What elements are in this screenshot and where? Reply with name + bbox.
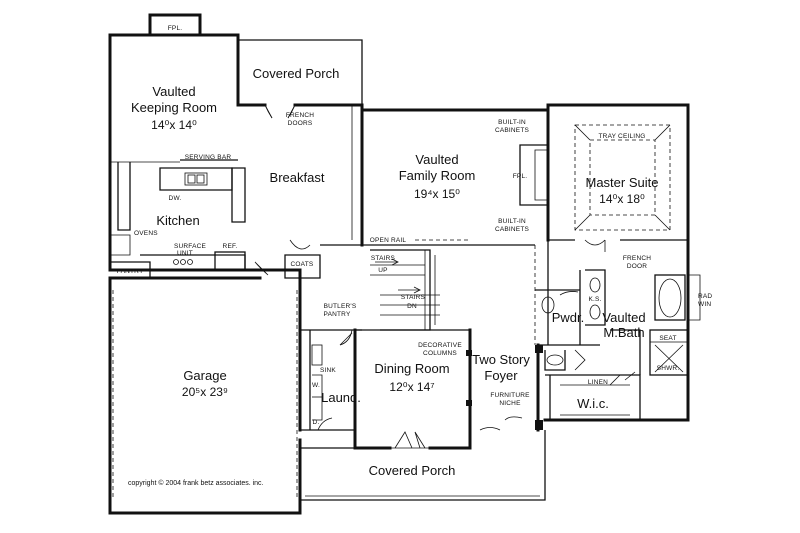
room-labels: Vaulted Keeping Room 14⁰x 14⁰ Covered Po…	[131, 66, 658, 478]
builtin-top-label-2: CABINETS	[495, 127, 530, 134]
annotation-labels: FPL. FRENCH DOORS SERVING BAR DW. OVENS …	[117, 25, 713, 487]
dining-room-name: Dining Room	[374, 361, 449, 376]
furniture-niche-label-2: NICHE	[499, 400, 521, 407]
surface-unit-label-1: SURFACE	[174, 243, 207, 250]
kitchen-name: Kitchen	[156, 213, 199, 228]
covered-porch-front: Covered Porch	[369, 463, 456, 478]
master-suite-name: Master Suite	[586, 175, 659, 190]
tray-ceiling-label: TRAY CEILING	[599, 133, 646, 140]
garage-door-marks	[112, 290, 298, 500]
builtin-bot-label-2: CABINETS	[495, 226, 530, 233]
furniture-niche-label-1: FURNITURE	[490, 392, 530, 399]
laundry-name: Laund.	[321, 390, 361, 405]
family-room-line1: Vaulted	[415, 152, 458, 167]
master-bath-line1: Vaulted	[602, 310, 645, 325]
decorative-columns-label-1: DECORATIVE	[418, 342, 462, 349]
dining-room-dim: 12⁰x 14⁷	[389, 380, 434, 394]
butlers-pantry-label-1: BUTLER'S	[324, 303, 357, 310]
dw-label: DW.	[169, 195, 182, 202]
copyright-text: copyright © 2004 frank betz associates. …	[128, 479, 264, 487]
dryer-label: D.	[313, 419, 320, 426]
fpl-family-label: FPL.	[513, 173, 528, 180]
french-doors-label-2: DOORS	[288, 120, 313, 127]
foyer-line1: Two Story	[472, 352, 530, 367]
serving-bar-label: SERVING BAR	[185, 154, 232, 161]
dn-label: DN	[407, 303, 417, 310]
stairs-dn-label: STAIRS	[401, 294, 426, 301]
decorative-columns-label-2: COLUMNS	[423, 350, 457, 357]
stairs-up-label: STAIRS	[371, 255, 396, 262]
keeping-room-dim: 14⁰x 14⁰	[151, 118, 197, 132]
builtin-bot-label-1: BUILT-IN	[498, 218, 526, 225]
surface-unit-label-2: UNIT	[177, 250, 193, 257]
wic-name: W.i.c.	[577, 396, 609, 411]
window-bay	[688, 274, 701, 321]
linen-label: LINEN	[588, 379, 608, 386]
garage-name: Garage	[183, 368, 226, 383]
keeping-room-line1: Vaulted	[152, 84, 195, 99]
coats-label: COATS	[291, 261, 314, 268]
rad-label-1: RAD	[698, 293, 712, 300]
ref-label: REF.	[223, 243, 238, 250]
garage-dim: 20⁵x 23⁹	[182, 385, 228, 399]
covered-porch-rear: Covered Porch	[253, 66, 340, 81]
french-door-master-label-2: DOOR	[627, 263, 647, 270]
open-rail-label: OPEN RAIL	[370, 237, 407, 244]
powder-name: Pwdr.	[552, 310, 585, 325]
fpl-top-label: FPL.	[168, 25, 183, 32]
up-label: UP	[378, 267, 387, 274]
ks-label: K.S.	[588, 296, 601, 303]
master-suite-dim: 14⁰x 18⁰	[599, 192, 645, 206]
rad-label-2: WIN	[698, 301, 711, 308]
doors	[254, 104, 636, 449]
pantry-label: PANTRY	[117, 268, 144, 275]
foyer-line2: Foyer	[484, 368, 518, 383]
exterior-walls	[108, 13, 690, 515]
french-doors-label-1: FRENCH	[286, 112, 314, 119]
builtin-top-label-1: BUILT-IN	[498, 119, 526, 126]
butlers-pantry-label-2: PANTRY	[324, 311, 351, 318]
ovens-label: OVENS	[134, 230, 158, 237]
seat-label: SEAT	[659, 335, 676, 342]
keeping-room-line2: Keeping Room	[131, 100, 217, 115]
shower-label: SHWR.	[657, 365, 680, 372]
french-door-master-label-1: FRENCH	[623, 255, 651, 262]
master-bath-line2: M.Bath	[603, 325, 644, 340]
sink-label: SINK	[320, 367, 336, 374]
breakfast-name: Breakfast	[270, 170, 325, 185]
washer-label: W.	[312, 382, 320, 389]
family-room-line2: Family Room	[399, 168, 476, 183]
interior-walls	[110, 108, 689, 450]
family-room-dim: 19⁴x 15⁰	[414, 187, 460, 201]
